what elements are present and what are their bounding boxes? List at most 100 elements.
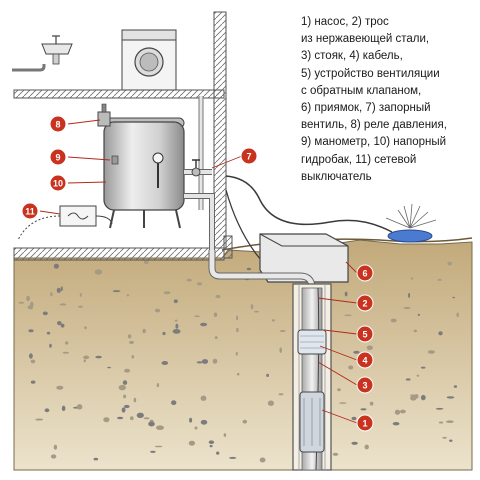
pebble [279,330,286,332]
callout-2: 2 [356,294,374,312]
pebble [56,385,64,390]
pebble [344,291,348,297]
pebble [95,355,102,359]
pebble [360,408,367,411]
pebble [271,319,275,322]
pebble [351,441,358,445]
legend-line: с обратным клапаном, [301,84,422,97]
legend-line: 9) манометр, 10) напорный [301,136,447,149]
pit [259,233,349,283]
svg-text:1: 1 [362,419,367,429]
pebble [200,395,207,401]
pebble [30,380,36,384]
pebble [201,359,209,364]
pebble [154,308,161,313]
pebble [172,329,181,334]
pebble [61,405,66,411]
pebble [447,261,453,266]
pebble [148,421,155,427]
pebble [279,347,283,354]
pebble [449,439,453,442]
pebble [129,340,134,344]
pebble [53,263,60,269]
sink [41,35,73,65]
pebble [197,282,202,286]
pebble [369,401,374,406]
callout-10: 10 [49,174,67,192]
pebble [186,278,192,282]
pebble [452,296,456,299]
pebble [338,402,347,404]
pebble [216,451,220,455]
pebble [163,291,171,295]
pebble [65,341,69,345]
callout-1: 1 [356,414,374,432]
legend-line: 1) насос, 2) трос [301,16,389,28]
pebble [416,374,420,377]
pebble [453,385,458,388]
pebble [351,416,357,421]
pebble [344,314,352,317]
sprinkler [385,203,437,243]
pebble [93,457,99,461]
pebble [142,328,146,334]
pebble [196,361,203,364]
pebble [107,366,111,369]
legend-line: 5) устройство вентиляции [301,67,440,80]
callout-8: 8 [49,115,67,133]
pebble [242,419,248,424]
pebble [214,336,218,340]
pebble [78,305,83,308]
svg-text:10: 10 [53,179,63,189]
pebble [60,323,65,328]
callout-7: 7 [240,147,258,165]
pebble [26,295,30,302]
pebble [174,319,178,322]
pebble [446,396,455,399]
pebble [56,287,61,293]
legend-line: 3) стояк, 4) кабель, [301,50,403,63]
pebble [438,421,444,424]
svg-text:3: 3 [362,381,367,391]
washing-machine [121,29,177,91]
pebble [112,290,121,293]
pebble [150,450,156,453]
pebble [348,365,354,370]
legend-line: гидробак, 11) сетевой [301,153,417,166]
pebble [410,395,417,401]
pebble [161,361,169,365]
pebble [417,313,420,316]
pebble [208,440,215,445]
callout-9: 9 [49,148,67,166]
pebble [121,407,126,413]
pebble [133,397,137,403]
pebble [126,294,130,297]
pebble [235,351,238,356]
pebble [57,321,62,326]
pebble [53,444,58,450]
pebble [229,456,237,459]
pebble [28,329,34,333]
svg-text:8: 8 [55,120,60,130]
pebble [420,394,426,401]
pebble [94,269,103,275]
pebble [124,368,131,373]
network-switch [17,205,113,241]
pebble [212,358,218,364]
pebble [403,306,411,310]
pebble [236,327,239,333]
pebble [83,359,87,363]
pebble [49,343,52,348]
pebble [194,315,200,318]
pebble [30,359,36,364]
pebble [408,292,411,298]
soil-pebbles [18,259,459,463]
pebble [438,331,443,336]
pebble [42,311,48,316]
ground [13,237,473,471]
pebble [456,312,459,318]
legend-line: выключатель [301,170,372,183]
pebble [410,277,414,280]
pebble [122,380,128,385]
pebble [136,412,144,418]
